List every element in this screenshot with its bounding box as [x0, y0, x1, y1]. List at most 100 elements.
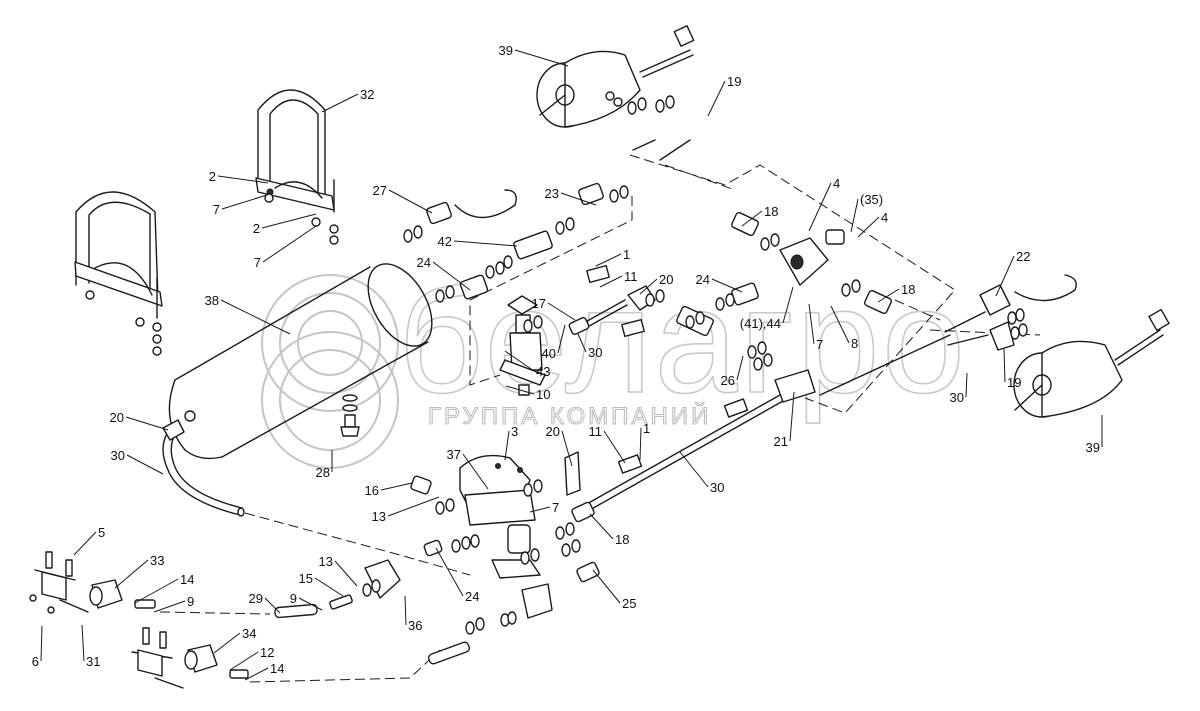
callout-c38: 38: [205, 293, 291, 335]
leader-line: [261, 213, 317, 229]
leader-line: [808, 182, 832, 232]
callout-c35: (35): [850, 192, 883, 233]
leader-line: [380, 482, 413, 491]
leader-line: [321, 93, 359, 113]
leader-line: [529, 506, 551, 513]
leader-line: [504, 350, 535, 372]
callout-label: 2: [253, 221, 260, 236]
callout-label: 4: [881, 210, 888, 225]
callout-label: 34: [242, 626, 256, 641]
o-ring: [655, 289, 665, 303]
o-ring: [841, 283, 851, 297]
callout-label: 40: [542, 346, 556, 361]
callout-label: 7: [213, 202, 220, 217]
callout-c4a: 4: [808, 176, 840, 232]
callout-c39b: 39: [1086, 415, 1103, 455]
callout-label: (41),44: [740, 316, 781, 331]
callout-label: 14: [270, 661, 284, 676]
o-ring: [371, 579, 381, 593]
leader-line: [965, 372, 968, 398]
callout-c2b: 2: [253, 213, 317, 236]
callout-c11a: 11: [599, 269, 638, 288]
brake-valve: [459, 454, 541, 579]
callout-label: 31: [86, 654, 100, 669]
callout-c30b: 30: [950, 372, 968, 405]
callout-label: 30: [950, 390, 964, 405]
callout-label: 24: [465, 589, 479, 604]
leader-line: [857, 216, 880, 238]
leader-line: [679, 451, 709, 488]
leader-line: [262, 225, 317, 263]
tank-clamp-front: [74, 191, 163, 356]
control-valve: [499, 295, 546, 396]
callout-label: 21: [774, 434, 788, 449]
o-ring: [760, 237, 770, 251]
o-ring: [475, 617, 485, 631]
o-ring: [1015, 308, 1025, 322]
callout-label: 29: [249, 591, 263, 606]
leader-line: [81, 624, 85, 662]
callout-c37: 37: [447, 447, 489, 490]
callout-c7b: 7: [254, 225, 317, 270]
callout-c18b: 18: [877, 282, 915, 303]
callout-c10: 10: [505, 385, 550, 402]
leader-line: [589, 513, 614, 540]
o-ring: [503, 255, 513, 269]
callout-c40: 40: [542, 324, 566, 361]
o-ring: [555, 221, 565, 235]
o-ring: [770, 233, 780, 247]
callout-label: 18: [901, 282, 915, 297]
o-ring: [461, 536, 471, 550]
callout-label: 1: [623, 247, 630, 262]
o-ring: [470, 534, 480, 548]
callout-label: 14: [180, 572, 194, 587]
callout-label: 43: [536, 364, 550, 379]
callout-c22: 22: [995, 249, 1030, 297]
leader-line: [217, 175, 269, 184]
leader-line: [220, 299, 291, 335]
callout-c25: 25: [592, 569, 636, 611]
leader-line: [432, 261, 471, 291]
callout-c19a: 19: [707, 74, 741, 117]
callout-c42: 42: [438, 234, 518, 249]
leader-line: [126, 454, 164, 475]
o-ring: [637, 97, 647, 111]
leader-line: [599, 275, 623, 288]
callout-label: 13: [319, 554, 333, 569]
callout-c30c: 30: [111, 448, 164, 475]
callout-label: 12: [260, 645, 274, 660]
callout-label: 4: [833, 176, 840, 191]
callout-c24b: 24: [696, 272, 743, 293]
tank-outlet-hose: [162, 419, 245, 517]
callout-c2a: 2: [209, 169, 269, 184]
leader-line: [462, 453, 489, 490]
o-ring: [757, 341, 767, 355]
leader-line: [808, 303, 815, 345]
callout-label: 28: [316, 465, 330, 480]
callout-c19b: 19: [1003, 348, 1021, 390]
callout-c24c: 24: [435, 547, 479, 604]
callout-c31: 31: [81, 624, 100, 669]
callout-label: 1: [643, 421, 650, 436]
callout-label: 30: [710, 480, 724, 495]
callout-label: 19: [727, 74, 741, 89]
callout-label: 23: [545, 186, 559, 201]
callout-c29: 29: [249, 591, 281, 614]
o-ring: [561, 543, 571, 557]
callout-label: 22: [1016, 249, 1030, 264]
o-ring: [523, 319, 533, 333]
air-tank: [168, 263, 433, 460]
callout-c43: 43: [504, 350, 550, 379]
callout-c18c: 18: [589, 513, 629, 547]
leader-line: [561, 430, 573, 467]
callout-label: 24: [696, 272, 710, 287]
callout-c30d: 30: [679, 451, 724, 495]
watermark: белагро ГРУППА КОМПАНИЙ: [261, 255, 966, 469]
callout-label: 9: [290, 591, 297, 606]
callout-label: 39: [499, 43, 513, 58]
callout-label: 7: [816, 337, 823, 352]
o-ring: [533, 315, 543, 329]
o-ring: [747, 345, 757, 359]
o-ring: [609, 189, 619, 203]
